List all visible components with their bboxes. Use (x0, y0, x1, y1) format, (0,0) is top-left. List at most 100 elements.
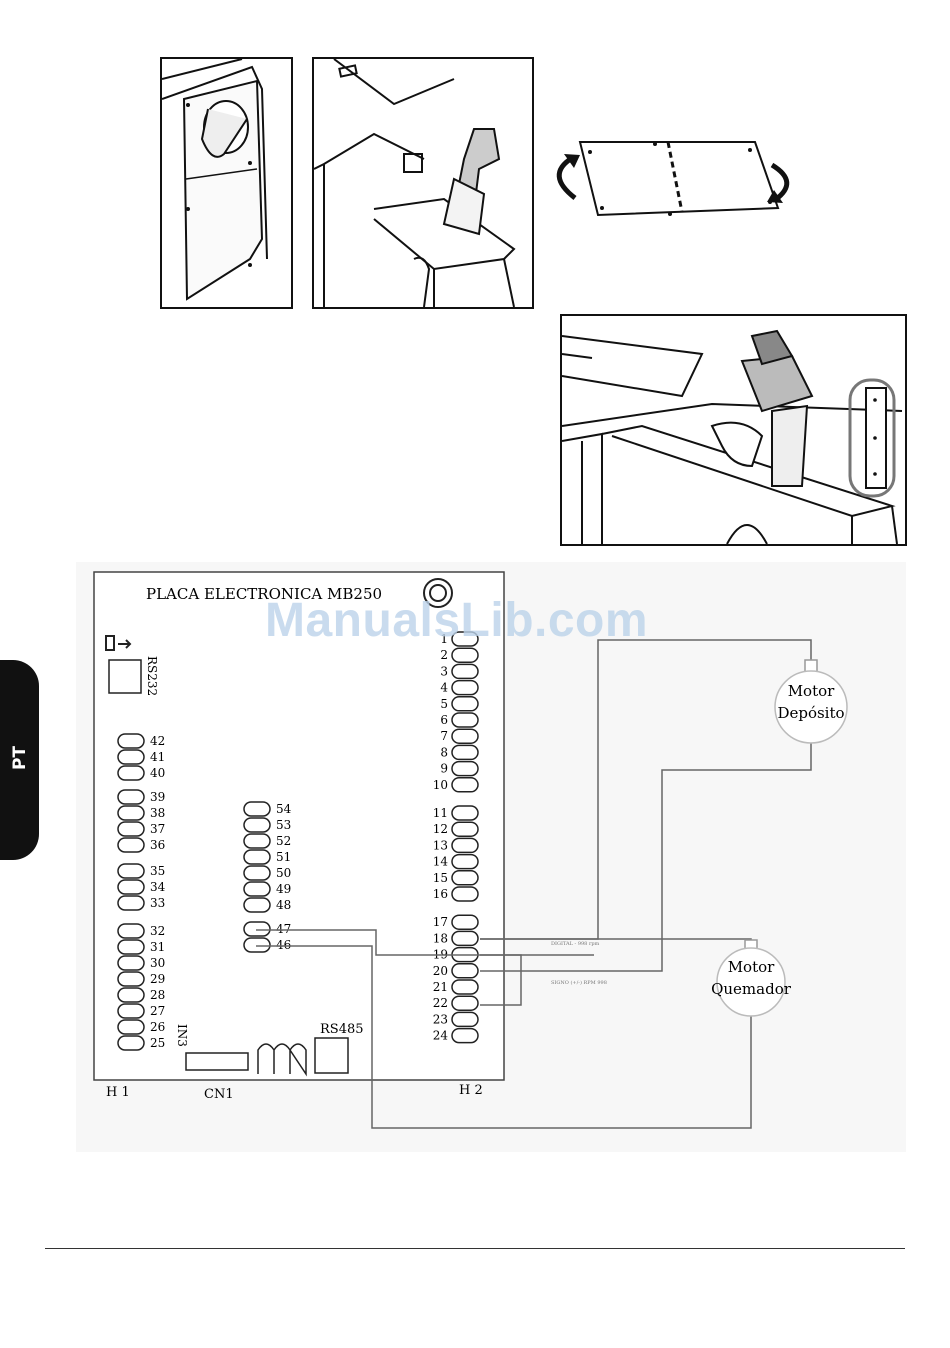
left-terminal (118, 766, 144, 780)
right-terminal-label: 7 (440, 729, 448, 743)
right-terminal-label: 22 (433, 996, 448, 1010)
right-terminal-label: 11 (433, 806, 448, 820)
in3-label: IN3 (175, 1024, 189, 1047)
right-terminal-label: 6 (440, 713, 448, 727)
left-terminal-label: 36 (150, 838, 165, 852)
figure-stove-top (312, 57, 534, 309)
motor-deposito-line2: Depósito (777, 704, 844, 722)
right-terminal (452, 887, 478, 901)
left-terminal (118, 806, 144, 820)
right-terminal (452, 697, 478, 711)
left-terminal (118, 924, 144, 938)
right-terminal (452, 931, 478, 945)
left-terminal (118, 1020, 144, 1034)
motor-quemador-line1: Motor (728, 958, 775, 976)
left-terminal-label: 27 (150, 1004, 165, 1018)
mid-terminal (244, 922, 270, 936)
left-terminal-label: 40 (150, 766, 165, 780)
right-terminal-label: 17 (433, 915, 448, 929)
right-terminal-label: 16 (433, 887, 448, 901)
right-terminal (452, 980, 478, 994)
left-terminal-label: 35 (150, 864, 165, 878)
left-terminal (118, 750, 144, 764)
left-terminal-label: 34 (150, 880, 166, 894)
left-terminal-label: 41 (150, 750, 165, 764)
mid-terminal (244, 882, 270, 896)
right-terminal-label: 2 (440, 648, 448, 662)
right-terminal-label: 23 (433, 1012, 448, 1026)
left-terminal (118, 864, 144, 878)
mid-terminal-label: 50 (276, 866, 291, 880)
left-terminal-label: 32 (150, 924, 165, 938)
right-terminal-label: 9 (440, 762, 448, 776)
left-terminal (118, 880, 144, 894)
right-terminal-label: 21 (433, 980, 448, 994)
right-terminal-label: 10 (433, 778, 448, 792)
left-terminal (118, 896, 144, 910)
right-terminal-label: 8 (440, 745, 448, 759)
left-terminal-label: 37 (150, 822, 165, 836)
rs232-port (109, 660, 141, 693)
right-terminal-label: 4 (440, 681, 448, 695)
h2-label: H 2 (459, 1083, 483, 1098)
left-terminal-label: 28 (150, 988, 165, 1002)
right-terminal-label: 3 (440, 664, 448, 678)
motor-quemador-line2: Quemador (711, 980, 792, 998)
mid-terminal-label: 47 (276, 922, 291, 936)
figure-outlet-panel (160, 57, 293, 309)
mid-terminal-label: 49 (276, 882, 291, 896)
stove-top-drawing (314, 59, 532, 307)
right-terminal (452, 762, 478, 776)
left-terminal-label: 38 (150, 806, 165, 820)
right-terminal-label: 12 (433, 822, 448, 836)
right-terminal-label: 18 (433, 931, 448, 945)
right-terminal (452, 822, 478, 836)
right-terminal-label: 20 (433, 964, 448, 978)
left-terminal (118, 956, 144, 970)
cn1-label: CN1 (204, 1087, 234, 1102)
right-terminal (452, 964, 478, 978)
left-terminal-label: 42 (150, 734, 165, 748)
outlet-panel-drawing (162, 59, 291, 307)
figure-rotate-panel (550, 130, 800, 230)
mid-terminal-label: 51 (276, 850, 291, 864)
left-terminal-label: 26 (150, 1020, 165, 1034)
right-terminal (452, 664, 478, 678)
left-terminal (118, 790, 144, 804)
bracket-closeup-drawing (562, 316, 905, 544)
right-terminal-label: 5 (440, 697, 448, 711)
h1-label: H 1 (106, 1085, 130, 1100)
right-terminal (452, 681, 478, 695)
left-terminal (118, 1004, 144, 1018)
left-terminal-label: 30 (150, 956, 165, 970)
svg-text:SIGNO (+/-) RPM 998: SIGNO (+/-) RPM 998 (551, 979, 607, 986)
right-terminal (452, 915, 478, 929)
right-terminal (452, 996, 478, 1010)
left-terminal-label: 25 (150, 1036, 165, 1050)
footer-rule (45, 1248, 905, 1249)
right-terminal (452, 806, 478, 820)
mid-terminal-label: 54 (276, 802, 292, 816)
right-terminal-label: 13 (433, 838, 448, 852)
left-terminal (118, 988, 144, 1002)
mid-terminal (244, 866, 270, 880)
left-terminal-label: 33 (150, 896, 165, 910)
left-terminal (118, 822, 144, 836)
mid-terminal (244, 898, 270, 912)
left-terminal (118, 1036, 144, 1050)
right-terminal (452, 713, 478, 727)
left-terminal (118, 972, 144, 986)
right-terminal (452, 729, 478, 743)
motor-deposito-line1: Motor (788, 682, 835, 700)
right-terminal (452, 1012, 478, 1026)
rs485-port (315, 1038, 348, 1073)
right-terminal (452, 871, 478, 885)
left-terminal (118, 838, 144, 852)
mid-terminal-label: 53 (276, 818, 291, 832)
right-terminal (452, 838, 478, 852)
left-terminal-label: 29 (150, 972, 165, 986)
right-terminal (452, 745, 478, 759)
language-tab-label: PT (10, 746, 30, 770)
right-terminal-label: 24 (433, 1029, 449, 1043)
right-terminal (452, 855, 478, 869)
